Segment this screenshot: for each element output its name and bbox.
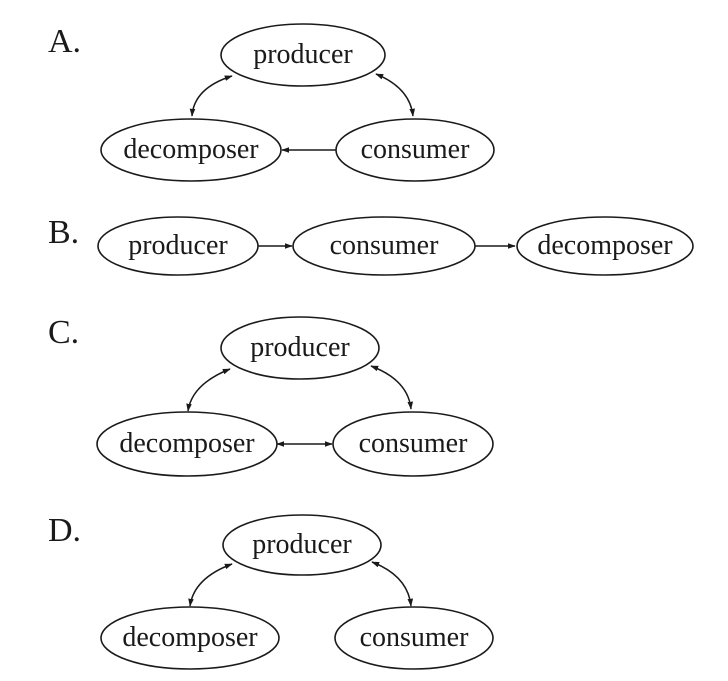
- node-decomposer-ellipse: [516, 216, 694, 276]
- node-decomposer-label: decomposer: [123, 134, 259, 165]
- node-decomposer-ellipse: [100, 118, 282, 182]
- node-producer-label: producer: [252, 529, 352, 560]
- option-letter: B.: [48, 214, 79, 251]
- option-b: B. producer consumer decomposer: [48, 214, 694, 276]
- node-producer-ellipse: [97, 216, 259, 276]
- node-decomposer: decomposer: [516, 216, 694, 276]
- option-c: C. producer decomposer consumer: [48, 314, 494, 477]
- option-letter: A.: [48, 23, 81, 60]
- node-consumer: consumer: [292, 216, 476, 276]
- node-consumer-ellipse: [332, 411, 494, 477]
- edge-producer-consumer: [375, 73, 416, 117]
- node-producer-label: producer: [253, 39, 353, 70]
- node-producer-label: producer: [250, 332, 350, 363]
- node-producer: producer: [220, 316, 380, 380]
- node-producer: producer: [97, 216, 259, 276]
- node-decomposer-label: decomposer: [122, 622, 258, 653]
- edge-producer-decomposer: [186, 368, 231, 412]
- option-a: A. producer decomposer consumer: [48, 23, 495, 182]
- node-decomposer: decomposer: [96, 411, 278, 477]
- node-consumer-label: consumer: [360, 622, 470, 653]
- option-d: D. producer decomposer consumer: [48, 512, 494, 670]
- node-consumer-ellipse: [292, 216, 476, 276]
- node-consumer-label: consumer: [361, 134, 471, 165]
- node-consumer: consumer: [335, 118, 495, 182]
- node-decomposer-label: decomposer: [119, 428, 255, 459]
- node-producer: producer: [220, 23, 386, 87]
- node-consumer: consumer: [334, 606, 494, 670]
- node-producer: producer: [222, 514, 382, 576]
- node-decomposer-label: decomposer: [537, 230, 673, 261]
- edge-producer-decomposer: [189, 75, 233, 117]
- node-consumer-label: consumer: [330, 230, 440, 261]
- edge-producer-consumer: [370, 365, 414, 410]
- node-consumer-ellipse: [335, 118, 495, 182]
- edge-producer-consumer: [371, 561, 414, 607]
- node-decomposer: decomposer: [100, 606, 280, 670]
- node-producer-ellipse: [220, 316, 380, 380]
- option-letter: C.: [48, 314, 79, 351]
- node-decomposer-ellipse: [96, 411, 278, 477]
- node-producer-ellipse: [222, 514, 382, 576]
- node-decomposer: decomposer: [100, 118, 282, 182]
- node-producer-label: producer: [128, 230, 228, 261]
- node-consumer-ellipse: [334, 606, 494, 670]
- edge-producer-decomposer: [188, 563, 233, 607]
- node-producer-ellipse: [220, 23, 386, 87]
- node-decomposer-ellipse: [100, 606, 280, 670]
- option-letter: D.: [48, 512, 81, 549]
- node-consumer-label: consumer: [359, 428, 469, 459]
- node-consumer: consumer: [332, 411, 494, 477]
